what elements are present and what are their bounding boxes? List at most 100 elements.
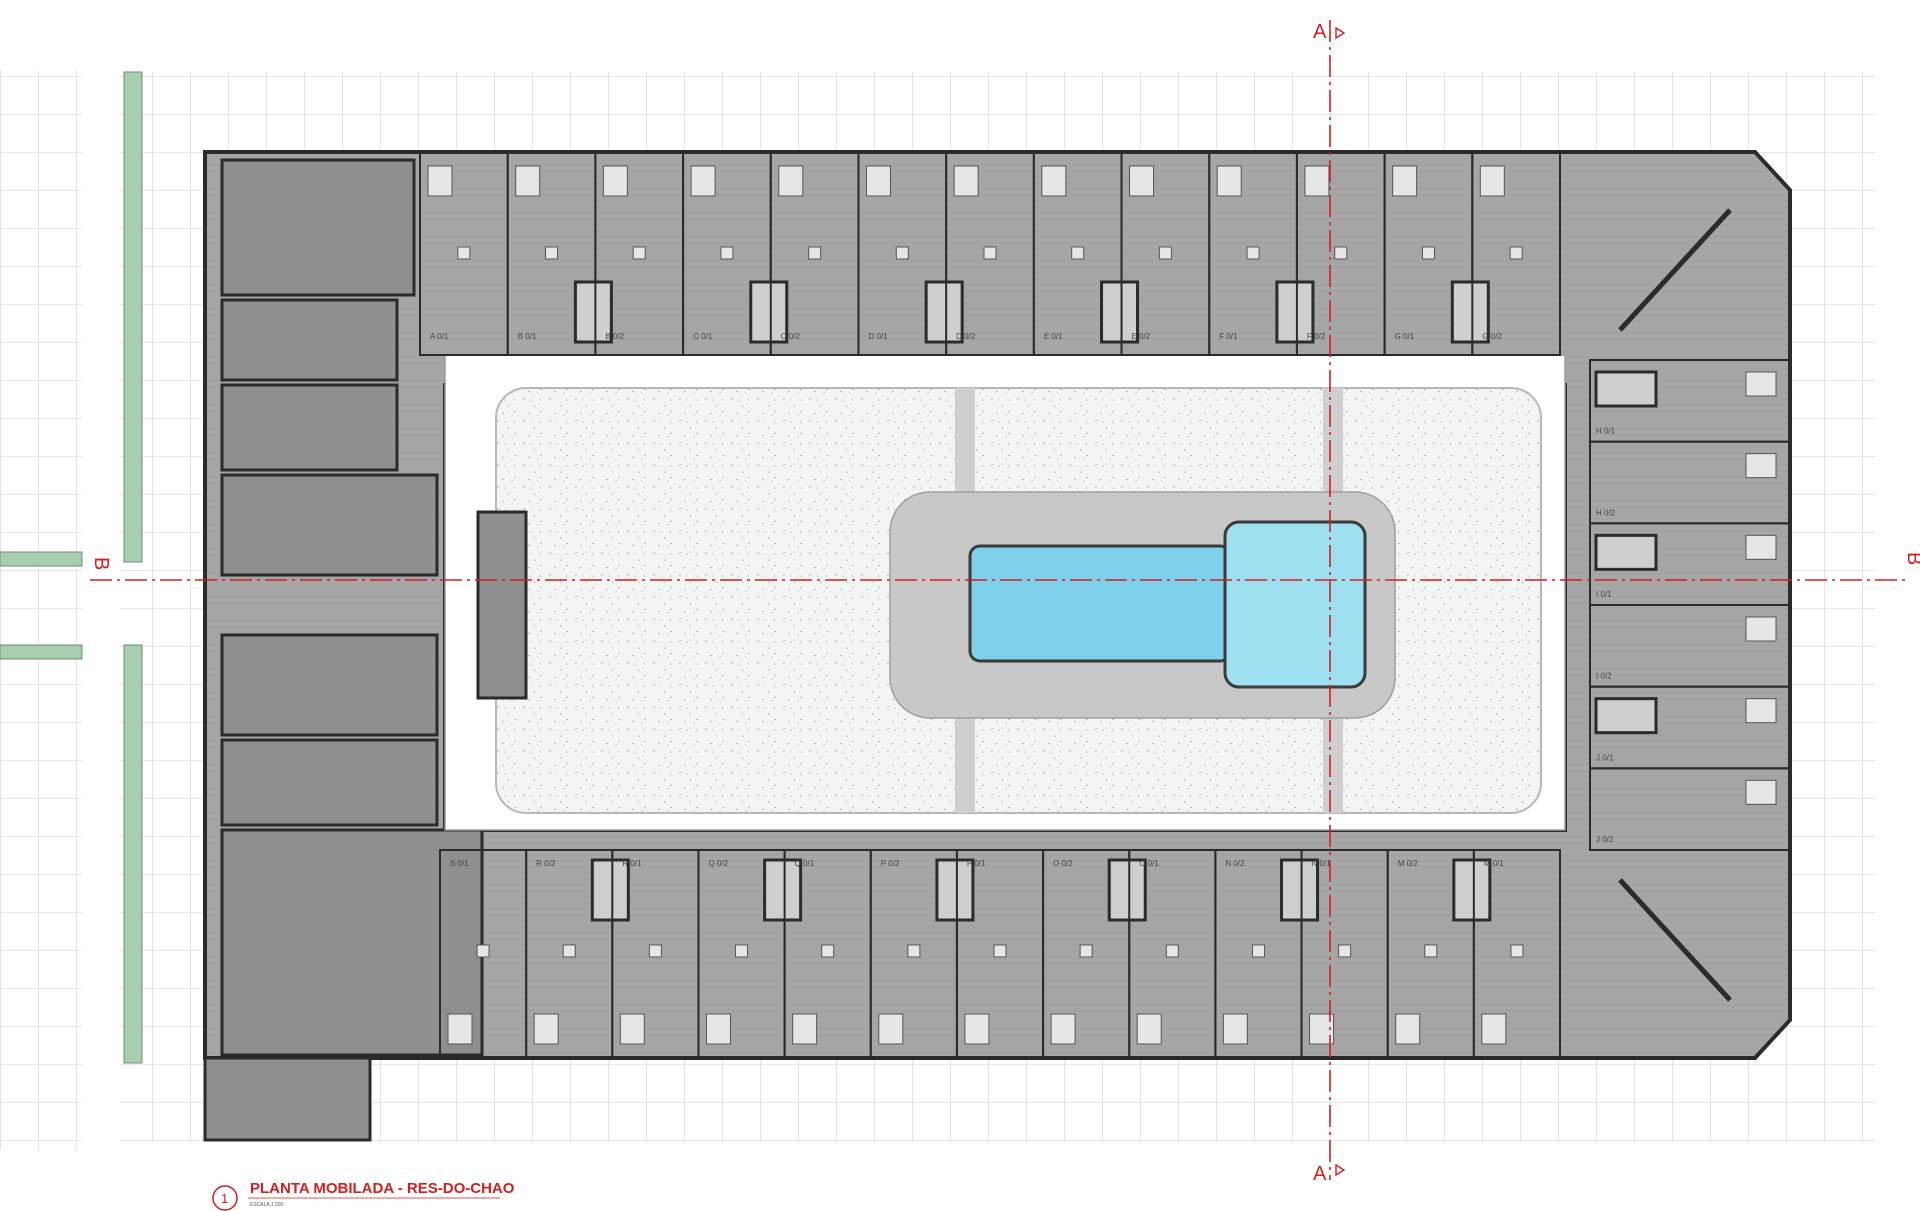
apartment-label: F 0/2: [1307, 332, 1326, 341]
drawing-scale: ESCALA 1:200: [250, 1202, 284, 1208]
stair-core: [1107, 858, 1147, 922]
bed: [878, 1013, 904, 1045]
table: [1338, 944, 1352, 958]
bed: [1745, 616, 1777, 642]
table: [1158, 246, 1172, 260]
apartment-label: I 0/2: [1596, 672, 1612, 681]
table: [1079, 944, 1093, 958]
apartment-label: C 0/2: [781, 332, 801, 341]
table: [895, 246, 909, 260]
table: [562, 944, 576, 958]
apartment-label: J 0/1: [1596, 753, 1614, 762]
table: [808, 246, 822, 260]
stair-core: [573, 280, 613, 344]
bed: [792, 1013, 818, 1045]
bed: [533, 1013, 559, 1045]
bed: [1392, 165, 1418, 197]
hedge-bottom: [123, 644, 143, 1064]
apartment-label: N 0/2: [1225, 859, 1245, 868]
hedge-stub-lower: [0, 644, 83, 660]
apartment-label: H 0/2: [1596, 508, 1616, 517]
apartment-north-12: [1471, 151, 1562, 356]
bed: [619, 1013, 645, 1045]
apartment-label: I 0/1: [1596, 590, 1612, 599]
table: [1510, 944, 1524, 958]
stair-core: [1100, 280, 1140, 344]
apartment-label: A 0/1: [430, 332, 449, 341]
stair-core: [1280, 858, 1320, 922]
apartment-label: O 0/2: [1053, 859, 1073, 868]
apartment-label: R 0/1: [622, 859, 642, 868]
apartment-label: Q 0/2: [708, 859, 728, 868]
drawing-title: PLANTA MOBILADA - RES-DO-CHAO: [250, 1180, 515, 1197]
apartment-label: C 0/1: [693, 332, 713, 341]
bed: [690, 165, 716, 197]
apartment-label: E 0/2: [1132, 332, 1151, 341]
table: [993, 944, 1007, 958]
pool-main: [968, 544, 1232, 663]
bed: [1136, 1013, 1162, 1045]
apartment-label: D 0/1: [868, 332, 888, 341]
table: [1421, 246, 1435, 260]
apartment-label: R 0/2: [536, 859, 556, 868]
table: [457, 246, 471, 260]
stair-core: [749, 280, 789, 344]
bed: [1041, 165, 1067, 197]
apartment-label: M 0/1: [1484, 859, 1505, 868]
bed: [1129, 165, 1155, 197]
apartment-label: J 0/2: [1596, 835, 1614, 844]
drawing-number-circle: [212, 1185, 238, 1211]
bed: [1304, 165, 1330, 197]
table: [907, 944, 921, 958]
bed: [1745, 779, 1777, 805]
apartment-east-5: [1589, 767, 1791, 851]
corner-wall-se: [1618, 878, 1732, 1002]
table: [1251, 944, 1265, 958]
section-marker-b-left: B: [90, 557, 112, 570]
stair-core: [1594, 370, 1658, 408]
stair-core: [1594, 533, 1658, 571]
west-shops: [203, 158, 484, 1142]
table: [821, 944, 835, 958]
apartment-label: N 0/1: [1312, 859, 1332, 868]
bed: [602, 165, 628, 197]
apartment-label: P 0/1: [967, 859, 986, 868]
bed: [515, 165, 541, 197]
bed: [1395, 1013, 1421, 1045]
table: [632, 246, 646, 260]
hedge-stub-upper: [0, 551, 83, 567]
east-apartments: H 0/1 H 0/2 I 0/1 I 0/2 J 0/1 J 0/2: [1589, 208, 1791, 1002]
bed: [1479, 165, 1505, 197]
table: [735, 944, 749, 958]
bed: [1745, 698, 1777, 724]
stair-core: [1594, 697, 1658, 735]
bed: [964, 1013, 990, 1045]
table: [1071, 246, 1085, 260]
bed: [1050, 1013, 1076, 1045]
apartment-label: Q 0/1: [795, 859, 815, 868]
stair-core: [1275, 280, 1315, 344]
apartment-south-12: [1472, 849, 1562, 1059]
table: [545, 246, 559, 260]
apartment-label: S 0/1: [450, 859, 469, 868]
section-marker-a-bottom: A: [1313, 1163, 1327, 1185]
stair-core: [1452, 858, 1492, 922]
bed: [705, 1013, 731, 1045]
apartment-label: H 0/1: [1596, 427, 1616, 436]
central-kiosk: [476, 510, 528, 700]
table: [1509, 246, 1523, 260]
bed: [1481, 1013, 1507, 1045]
drawing-number: 1: [221, 1191, 228, 1206]
table: [1165, 944, 1179, 958]
bed: [427, 165, 453, 197]
table: [1334, 246, 1348, 260]
pool-deep: [1223, 520, 1367, 689]
apartment-label: E 0/1: [1044, 332, 1063, 341]
stair-core: [935, 858, 975, 922]
stair-core: [1450, 280, 1490, 344]
bed: [1745, 371, 1777, 397]
table: [983, 246, 997, 260]
